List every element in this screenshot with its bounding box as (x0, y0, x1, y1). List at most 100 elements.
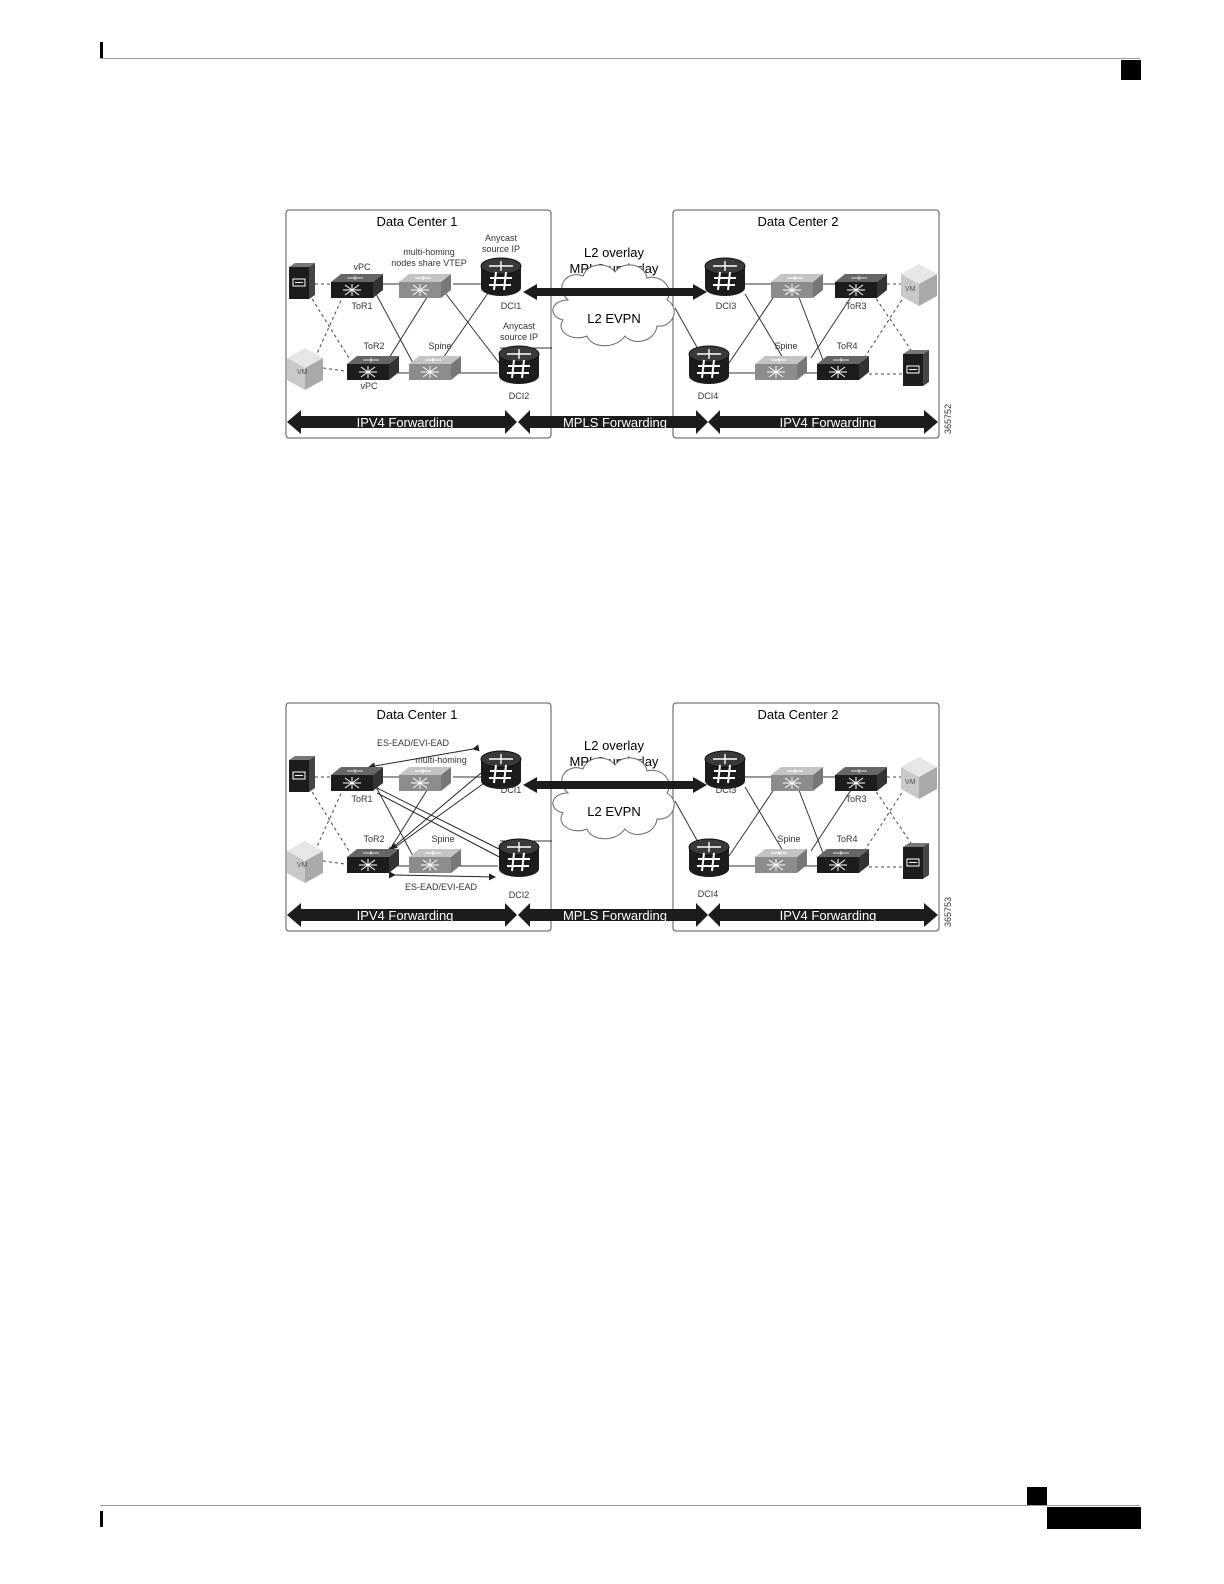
figure-id: 365753 (943, 897, 953, 927)
tor1-switch-icon (330, 766, 384, 792)
tor4-label: ToR4 (836, 341, 857, 351)
network-diagram-2: Data Center 1 Data Center 2 L2 overlay M… (285, 702, 953, 932)
overlay-arrow (523, 284, 707, 300)
vm-label: VM (297, 862, 308, 869)
datacenter-1-frame (285, 209, 552, 439)
dc1-title: Data Center 1 (377, 214, 458, 229)
dci3-router-icon (704, 257, 746, 297)
vm-label: VM (905, 286, 916, 293)
tor2-switch-icon (346, 355, 400, 381)
tor1-switch-icon (330, 273, 384, 299)
tor3-label: ToR3 (845, 794, 866, 804)
mpls-forwarding-label: MPLS Forwarding (563, 415, 667, 430)
spine-label: Spine (431, 834, 454, 844)
dci2-router-icon (498, 345, 540, 385)
dci1-router-icon (480, 750, 522, 790)
datacenter-2-frame (672, 209, 940, 439)
tor1-label: ToR1 (351, 794, 372, 804)
anycast-label: Anycast (503, 321, 536, 331)
figure-es-ead-route-exchange: Data Center 1 Data Center 2 L2 overlay M… (283, 701, 955, 933)
header-rule (100, 58, 1140, 59)
dci4-router-icon (688, 838, 730, 878)
tor3-label: ToR3 (845, 301, 866, 311)
spine-label: Spine (774, 341, 797, 351)
multihoming-note: multi-homing (403, 247, 455, 257)
dci4-label: DCI4 (698, 889, 719, 899)
es-ead-label: ES-EAD/EVI-EAD (405, 882, 478, 892)
datacenter-1-frame (285, 702, 552, 932)
tor4-label: ToR4 (836, 834, 857, 844)
datacenter-2-frame (672, 702, 940, 932)
footer-rule (100, 1505, 1140, 1506)
ipv4-forwarding-label: IPV4 Forwarding (357, 908, 454, 923)
tor4-switch-icon (816, 355, 870, 381)
mpls-forwarding-label: MPLS Forwarding (563, 908, 667, 923)
dc2-spine-switch-icon (754, 848, 808, 874)
overlay-label: L2 overlay (584, 738, 644, 753)
dci3-label: DCI3 (716, 785, 737, 795)
vpc-label: vPC (360, 381, 378, 391)
dci4-label: DCI4 (698, 391, 719, 401)
mpls-forwarding-arrow (518, 410, 708, 434)
dc1-title: Data Center 1 (377, 707, 458, 722)
tor2-label: ToR2 (363, 341, 384, 351)
tor3-switch-icon (834, 273, 888, 299)
multihoming-note: nodes share VTEP (391, 258, 467, 268)
spine-label: Spine (428, 341, 451, 351)
ipv4-forwarding-label: IPV4 Forwarding (780, 908, 877, 923)
server-icon (902, 349, 930, 387)
dci2-router-icon (498, 838, 540, 878)
anycast-label: source IP (482, 244, 520, 254)
evpn-cloud (552, 757, 675, 840)
dc2-access-links (860, 283, 914, 375)
dc1-access-links (308, 283, 350, 372)
footer-corner-block (1027, 1487, 1047, 1505)
tor4-switch-icon (816, 848, 870, 874)
ipv4-forwarding-arrow-right (708, 410, 938, 434)
server-icon (288, 755, 316, 793)
tor1-label: ToR1 (351, 301, 372, 311)
network-diagram-1: Data Center 1 Data Center 2 L2 overlay M… (285, 209, 953, 439)
multihoming-switch-icon (398, 273, 452, 299)
tor2-switch-icon (346, 848, 400, 874)
dc2-title: Data Center 2 (758, 707, 839, 722)
vm-icon (901, 757, 937, 799)
multihoming-label: multi-homing (415, 755, 467, 765)
dci3-label: DCI3 (716, 301, 737, 311)
spine-switch-icon (408, 355, 462, 381)
anycast-label: Anycast (485, 233, 518, 243)
evpn-cloud (552, 264, 675, 347)
dc2-access-links (860, 776, 914, 868)
mpls-forwarding-arrow (518, 903, 708, 927)
dci4-router-icon (688, 345, 730, 385)
dci2-label: DCI2 (509, 391, 530, 401)
dci1-router-icon (480, 257, 522, 297)
dci3-router-icon (704, 750, 746, 790)
vm-icon (901, 264, 937, 306)
ipv4-forwarding-arrow-left (287, 903, 517, 927)
es-ead-arrows (368, 744, 508, 881)
header-margin-mark (100, 42, 103, 58)
multihoming-switch-icon (398, 766, 452, 792)
figure-anycast-multihoming: Data Center 1 Data Center 2 L2 overlay M… (283, 208, 955, 440)
vm-label: VM (905, 779, 916, 786)
ipv4-forwarding-arrow-left (287, 410, 517, 434)
tor2-label: ToR2 (363, 834, 384, 844)
spine-label: Spine (777, 834, 800, 844)
server-icon (902, 842, 930, 880)
dc2-switch-icon (770, 273, 824, 299)
header-corner-block (1121, 60, 1141, 80)
dci1-label: DCI1 (501, 301, 522, 311)
figure-id: 365752 (943, 404, 953, 434)
server-icon (288, 262, 316, 300)
dc2-title: Data Center 2 (758, 214, 839, 229)
footer-page-tab (1047, 1507, 1141, 1529)
dc2-spine-switch-icon (754, 355, 808, 381)
spine-switch-icon (408, 848, 462, 874)
dci2-label: DCI2 (509, 890, 530, 900)
ipv4-forwarding-arrow-right (708, 903, 938, 927)
overlay-label: L2 overlay (584, 245, 644, 260)
vpc-label: vPC (353, 262, 371, 272)
dci1-label: DCI1 (501, 785, 522, 795)
evpn-label: L2 EVPN (587, 311, 640, 326)
